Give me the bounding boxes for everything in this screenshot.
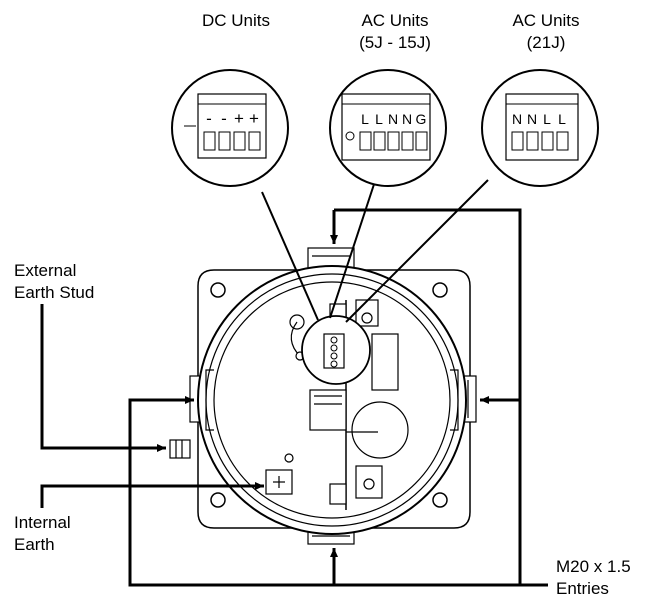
internal-earth-label-line2: Earth	[14, 535, 55, 554]
ac-21j-terminal-label: L	[543, 111, 551, 127]
dc-terminal-label: +	[234, 109, 244, 128]
ac-terminal-label: N	[388, 111, 398, 127]
mounting-holes	[210, 282, 448, 508]
ac-21j-terminal-label: N	[527, 111, 537, 127]
external-earth-stud-label-line1: External	[14, 261, 77, 280]
ac-21j-terminal-detail: N N L L	[481, 69, 599, 187]
dc-terminal-detail: - - + +	[171, 69, 289, 187]
ac-terminal-label: N	[402, 111, 412, 127]
m20-entries-label-line1: M20 x 1.5	[556, 557, 631, 576]
external-earth-stud-label-line2: Earth Stud	[14, 283, 95, 302]
entry-arrows	[128, 208, 548, 587]
ac-units-5j-15j-label-line1: AC Units	[361, 11, 429, 30]
external-earth-stud	[169, 439, 191, 459]
dc-terminal-label: +	[249, 109, 259, 128]
ac-units-5j-15j-label-line2: (5J - 15J)	[359, 33, 431, 52]
internal-components	[265, 299, 409, 510]
internal-earth-label-line1: Internal	[14, 513, 71, 532]
ac-21j-terminal-label: L	[558, 111, 566, 127]
internal-terminal-circle	[301, 315, 371, 385]
m20-entries-label-line2: Entries	[556, 579, 609, 598]
ac-terminal-label: L	[361, 111, 369, 127]
ac-units-21j-label-line1: AC Units	[512, 11, 580, 30]
callout-leaders	[261, 165, 489, 323]
earth-arrows	[40, 304, 264, 508]
dc-terminal-label: -	[206, 109, 212, 128]
dc-terminal-label: -	[221, 109, 227, 128]
ac-units-21j-label-line2: (21J)	[526, 33, 566, 52]
ac-terminal-label: L	[375, 111, 383, 127]
ac-5j-15j-terminal-detail: L L N N G	[329, 69, 447, 187]
dc-units-label: DC Units	[201, 11, 270, 30]
ac-21j-terminal-label: N	[512, 111, 522, 127]
ac-terminal-label: G	[416, 111, 427, 127]
